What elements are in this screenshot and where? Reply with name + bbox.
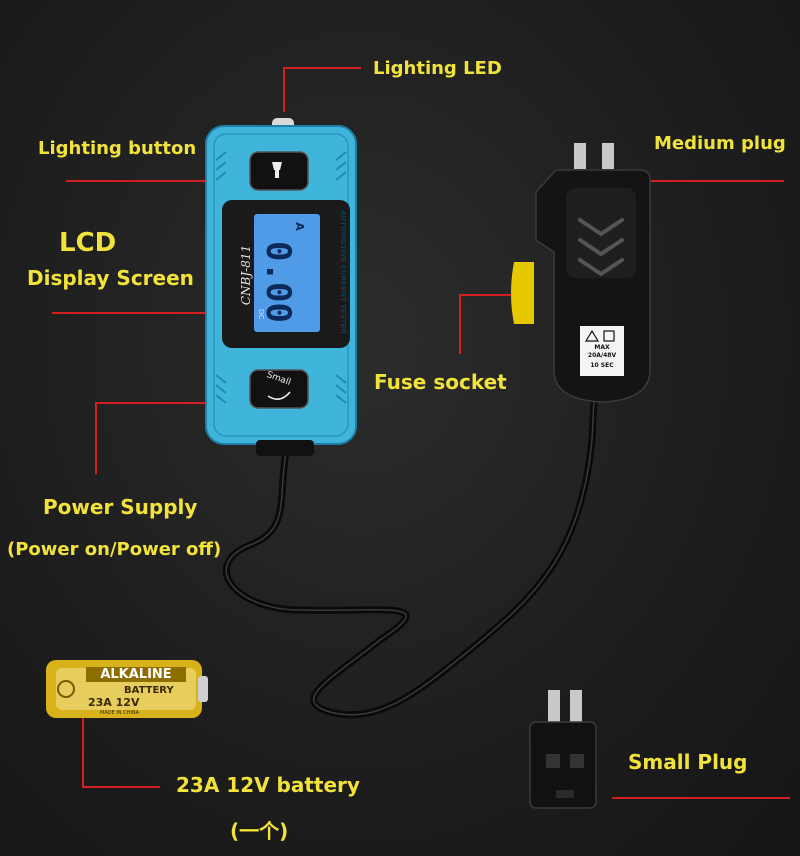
leader-fuse-h <box>459 294 514 296</box>
label-lcd: LCD <box>59 228 117 258</box>
leader-lighting-button <box>66 180 280 182</box>
leader-small-plug <box>612 797 790 799</box>
fuse-adapter <box>511 143 651 403</box>
leader-battery-h <box>82 786 160 788</box>
label-power-supply: Power Supply <box>43 495 198 519</box>
label-lighting-led: Lighting LED <box>373 58 502 79</box>
leader-power-h <box>95 402 262 404</box>
lcd-screen <box>254 214 320 332</box>
current-tester <box>205 118 357 456</box>
battery-origin: MADE IN CHINA <box>100 710 140 716</box>
leader-power <box>95 402 97 474</box>
label-quantity: (一个) <box>230 819 289 843</box>
leader-lighting-led <box>283 67 285 112</box>
label-small-plug: Small Plug <box>628 750 748 774</box>
battery-type: BATTERY <box>124 685 174 696</box>
leader-battery <box>82 714 84 786</box>
warning-label <box>580 326 624 376</box>
small-plug <box>529 690 597 809</box>
warning-rating: 20A/48V <box>587 352 617 359</box>
label-fuse-socket: Fuse socket <box>374 370 507 394</box>
battery-brand: ALKALINE <box>86 667 186 682</box>
leader-lighting-led-h <box>283 67 361 69</box>
power-button-shape <box>249 369 309 409</box>
label-lighting-button: Lighting button <box>38 138 197 159</box>
label-medium-plug: Medium plug <box>654 133 786 154</box>
leader-medium-plug <box>632 180 784 182</box>
warning-max: MAX <box>594 344 610 351</box>
lcd-dc: DC <box>257 308 266 320</box>
warning-time: 10 SEC <box>590 362 614 369</box>
model-label: CNBJ-811 <box>239 244 253 306</box>
label-display-screen: Display Screen <box>27 266 194 290</box>
label-power-on-off: (Power on/Power off) <box>7 539 222 560</box>
fuse-yellow <box>511 262 534 324</box>
label-battery: 23A 12V battery <box>176 773 360 797</box>
battery-model: 23A 12V <box>88 696 140 709</box>
leader-fuse <box>459 294 461 354</box>
side-text: AUTOMOTIVE CURRENT TESTER <box>339 210 347 334</box>
leader-lcd <box>52 312 260 314</box>
lcd-unit: A <box>292 222 306 231</box>
